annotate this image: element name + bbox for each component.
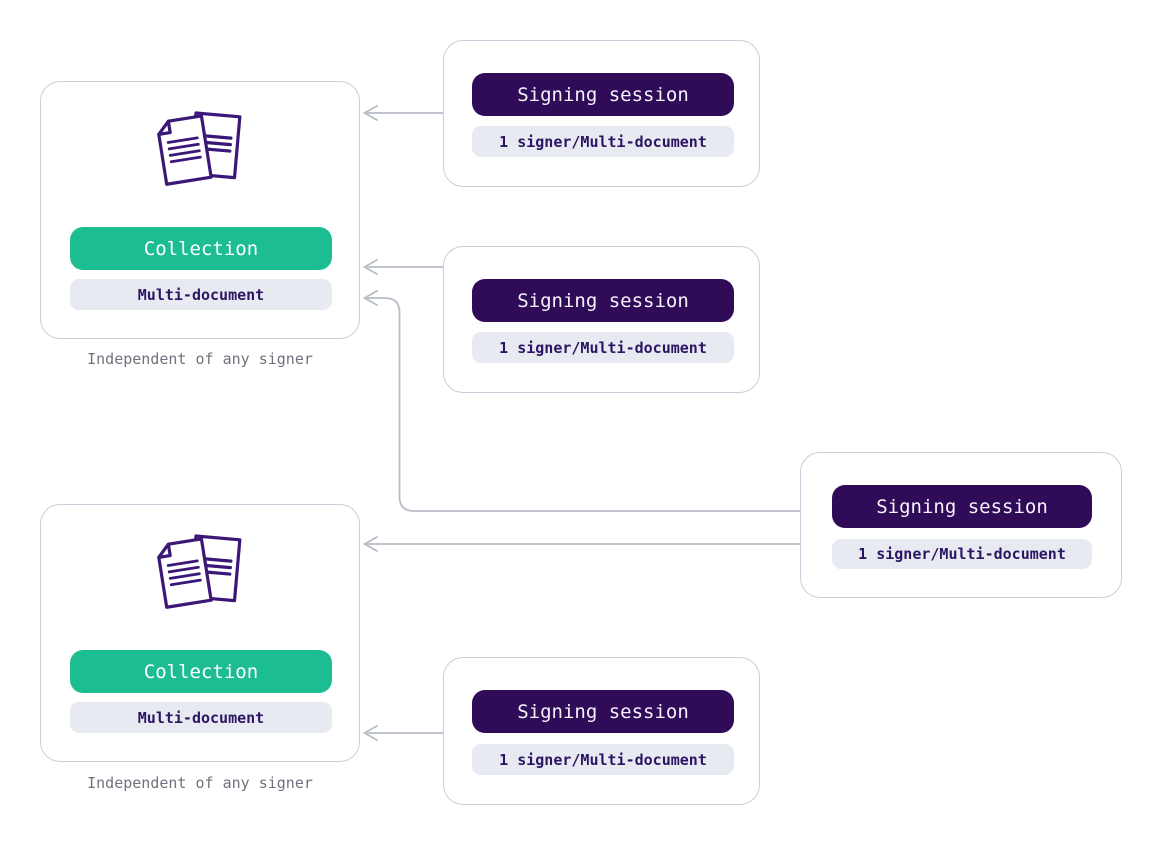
signer-multi-document-tag: 1 signer/Multi-document [472,744,734,775]
signer-multi-document-tag: 1 signer/Multi-document [832,539,1092,569]
documents-icon [157,111,242,186]
signing-session-pill: Signing session [472,279,734,322]
signing-session-card: Signing session 1 signer/Multi-document [443,657,760,805]
signer-multi-document-tag: 1 signer/Multi-document [472,126,734,157]
signing-session-pill: Signing session [832,485,1092,528]
collection-pill: Collection [70,650,332,693]
multi-document-tag: Multi-document [70,702,332,733]
connector-session3-to-collection-bottom [362,536,800,552]
signing-session-pill: Signing session [472,73,734,116]
collection-card: Collection Multi-document [40,81,360,339]
collection-caption: Independent of any signer [87,774,313,792]
connector-session2-to-collection-top [362,259,443,275]
multi-document-tag: Multi-document [70,279,332,310]
documents-icon [157,534,242,609]
signing-session-pill: Signing session [472,690,734,733]
collection-card: Collection Multi-document [40,504,360,762]
signer-multi-document-tag: 1 signer/Multi-document [472,332,734,363]
collection-caption: Independent of any signer [87,350,313,368]
signing-session-card: Signing session 1 signer/Multi-document [443,40,760,187]
collection-pill: Collection [70,227,332,270]
connector-session1-to-collection-top [362,105,443,121]
signing-session-card: Signing session 1 signer/Multi-document [443,246,760,393]
signing-session-card: Signing session 1 signer/Multi-document [800,452,1122,598]
connector-session4-to-collection-bottom [362,725,443,741]
